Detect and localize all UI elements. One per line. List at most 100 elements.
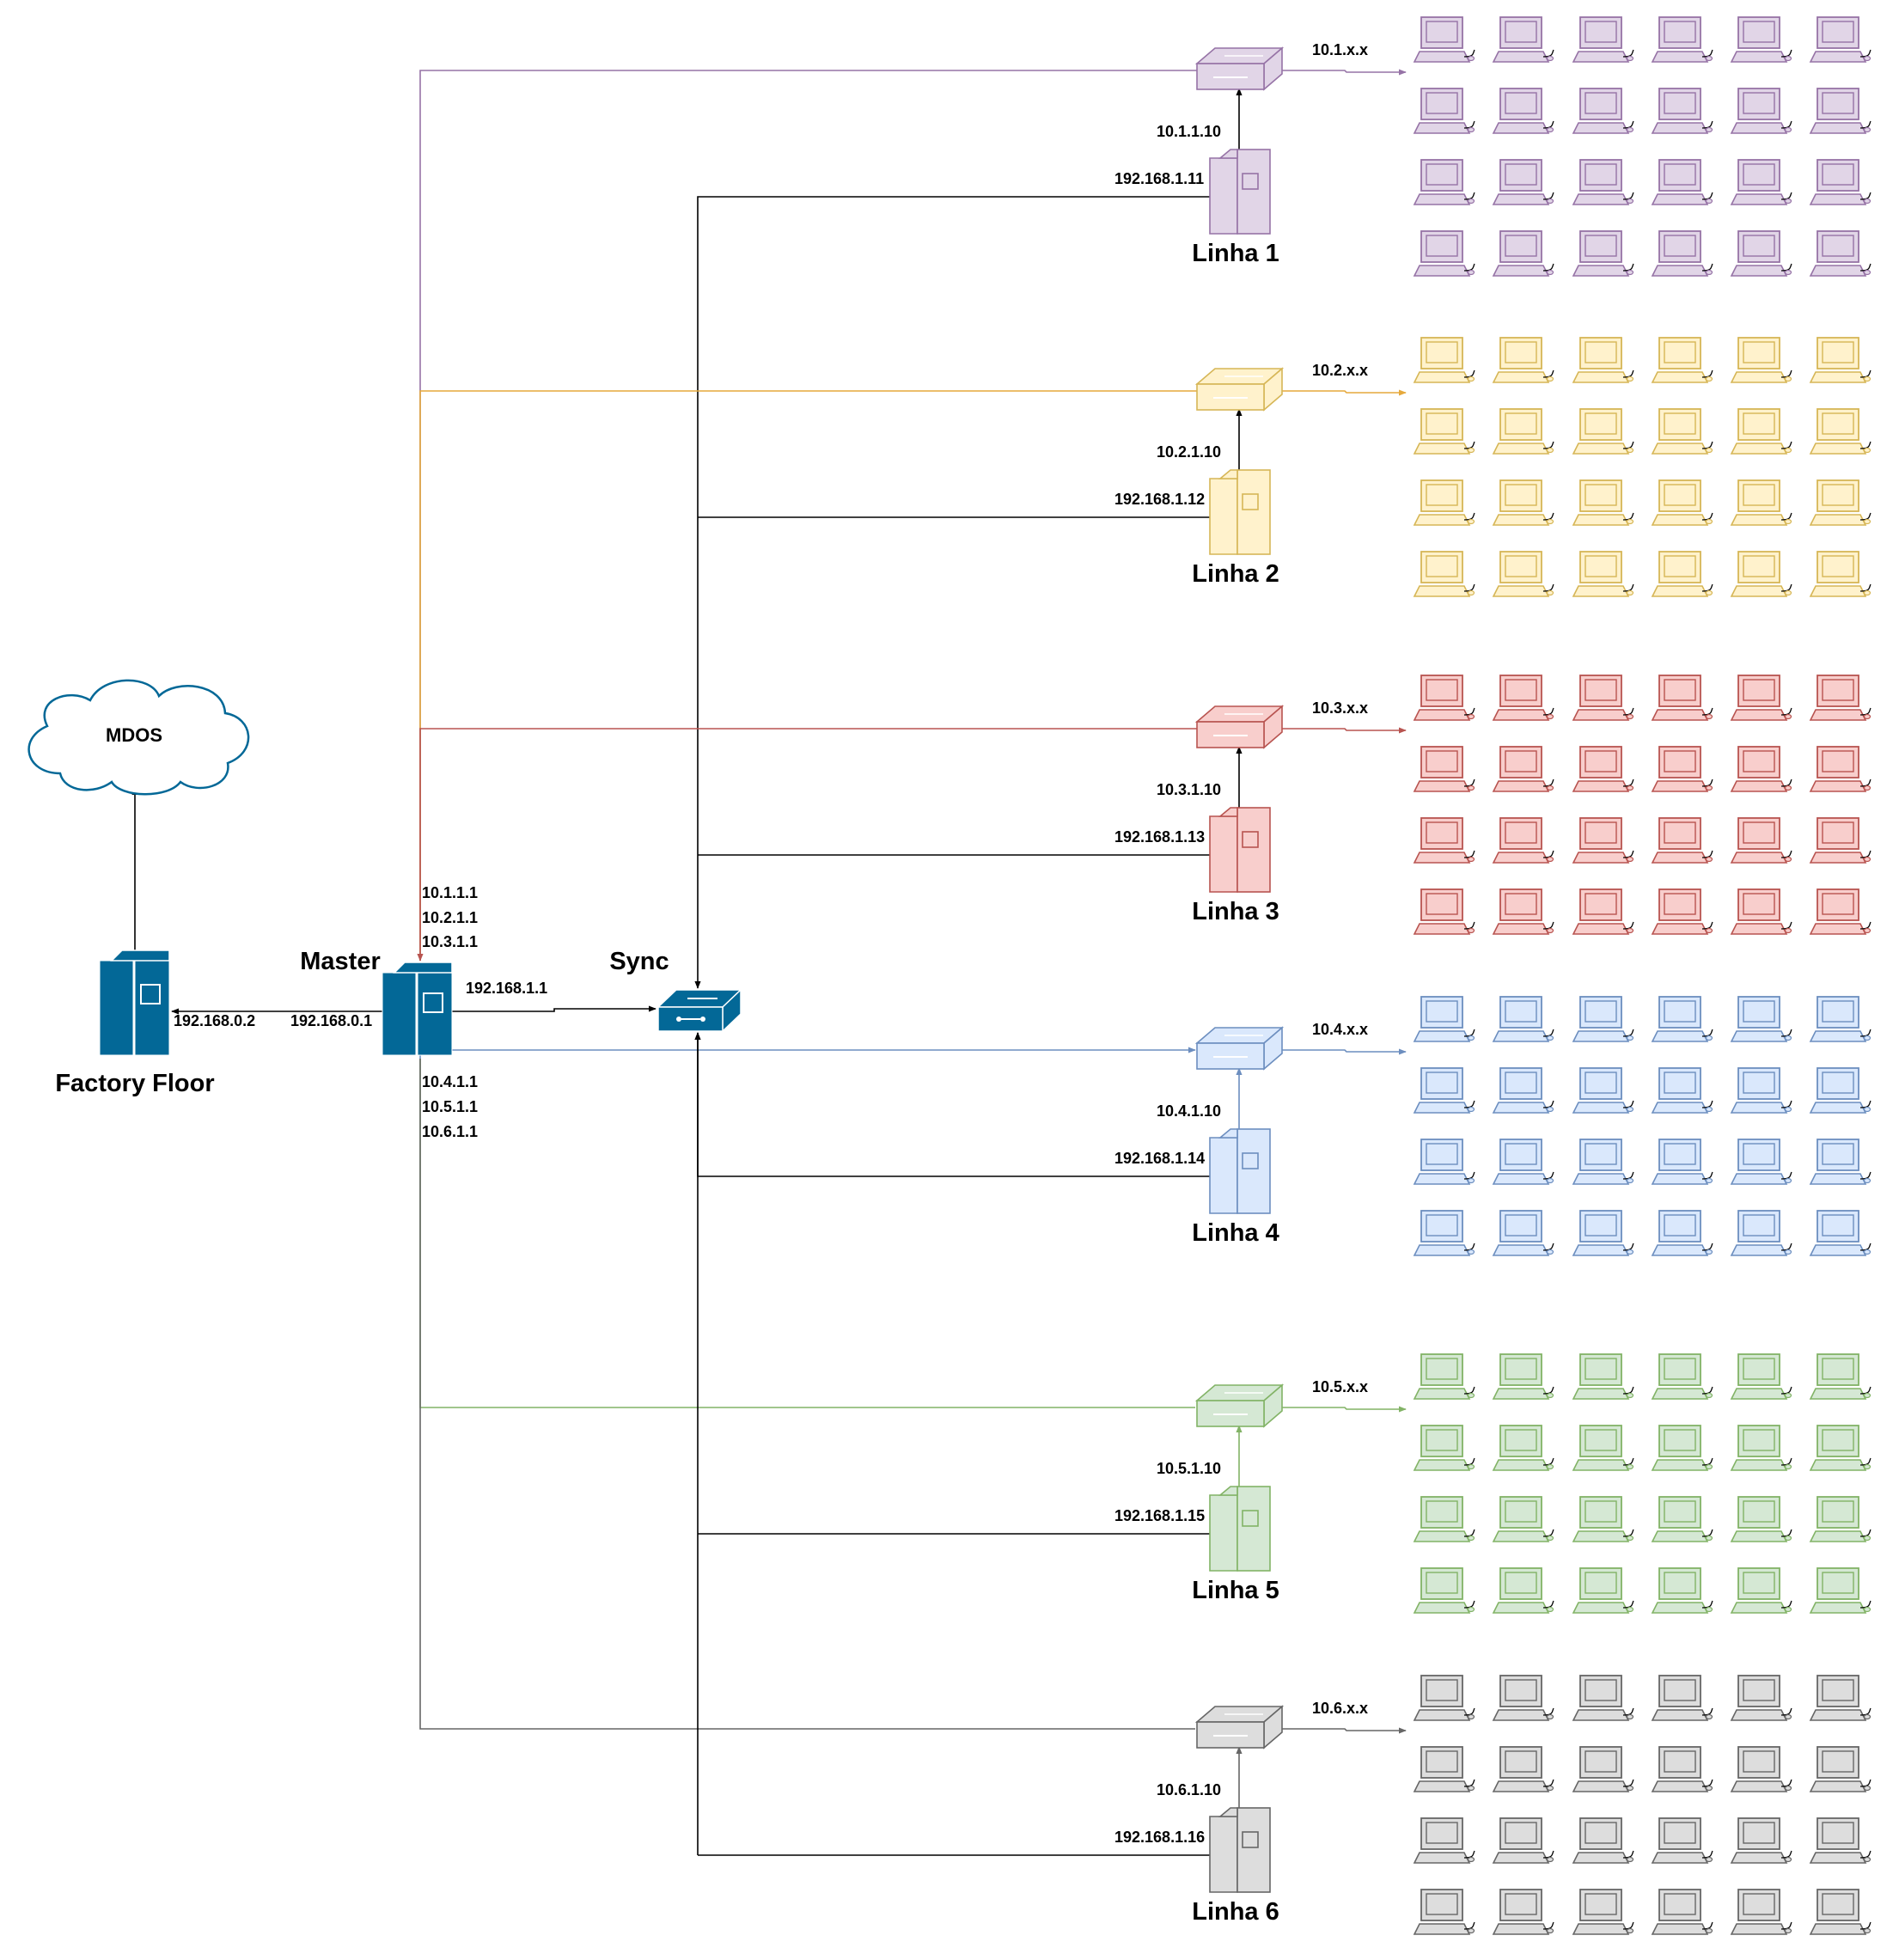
edge-master-switch-2 — [419, 390, 1197, 961]
switch-icon[interactable] — [1194, 705, 1285, 749]
workstation-icon — [1730, 888, 1792, 935]
workstation-icon — [1492, 1889, 1554, 1935]
switch-icon[interactable] — [1194, 1705, 1285, 1749]
workstation-icon — [1492, 996, 1554, 1042]
workstation-icon — [1572, 996, 1634, 1042]
workstation-icon — [1809, 1139, 1872, 1185]
workstation-icon — [1730, 1817, 1792, 1864]
master-ip-bottom-2: 10.5.1.1 — [422, 1098, 478, 1115]
workstation-icon — [1651, 888, 1713, 935]
workstation-icon — [1413, 746, 1475, 792]
workstation-icon — [1413, 16, 1475, 63]
edge-switch-workstations-3 — [1280, 727, 1407, 734]
workstation-icon — [1413, 1210, 1475, 1256]
workstation-icon — [1572, 551, 1634, 597]
factory-floor-server[interactable]: Factory Floor 192.168.0.2 — [55, 949, 255, 1097]
workstation-icon — [1651, 551, 1713, 597]
sync-switch[interactable]: Sync — [609, 948, 742, 1033]
workstation-icon — [1809, 675, 1872, 721]
master-ip-right: 192.168.1.1 — [466, 980, 547, 997]
connections — [131, 69, 1407, 1856]
workstation-icon — [1492, 675, 1554, 721]
workstation-icon — [1492, 551, 1554, 597]
workstation-icon — [1651, 337, 1713, 383]
edge-switch-workstations-1 — [1280, 69, 1407, 76]
workstation-icon — [1413, 1425, 1475, 1471]
production-lines: Linha 1192.168.1.1110.1.1.1010.1.x.xLinh… — [1114, 16, 1872, 1935]
edge-switch-workstations-2 — [1280, 389, 1407, 396]
edge-master-switch-3 — [417, 728, 1197, 962]
workstation-icon — [1492, 1675, 1554, 1721]
workstation-icon — [1413, 1675, 1475, 1721]
linha-6 — [1194, 1675, 1872, 1935]
switch-icon — [656, 988, 742, 1033]
server-icon[interactable] — [1209, 1128, 1271, 1214]
server-icon[interactable] — [1209, 807, 1271, 893]
server-sync-ip: 192.168.1.13 — [1114, 828, 1205, 846]
edge-switch-workstations-5 — [1280, 1406, 1407, 1413]
master-ip-bottom-1: 10.4.1.1 — [422, 1073, 478, 1090]
factory-floor-label: Factory Floor — [55, 1070, 214, 1097]
cloud-icon — [27, 679, 250, 796]
workstation-icon — [1572, 1353, 1634, 1400]
workstation-icon — [1413, 479, 1475, 526]
switch-icon[interactable] — [1194, 1026, 1285, 1071]
workstation-icon — [1492, 1425, 1554, 1471]
server-icon[interactable] — [1209, 1486, 1271, 1572]
workstation-icon — [1730, 1889, 1792, 1935]
workstation-icon — [1413, 408, 1475, 455]
workstation-icon — [1730, 337, 1792, 383]
server-icon[interactable] — [1209, 149, 1271, 235]
workstation-icon — [1492, 1139, 1554, 1185]
workstation-icon — [1572, 1675, 1634, 1721]
workstation-icon — [1492, 1817, 1554, 1864]
switch-ip: 10.3.1.10 — [1157, 781, 1221, 798]
workstation-icon — [1572, 1425, 1634, 1471]
workstation-icon — [1730, 16, 1792, 63]
workstation-icon — [1413, 1567, 1475, 1614]
workstation-icon — [1572, 817, 1634, 864]
mdos-cloud[interactable]: MDOS — [27, 679, 250, 796]
workstation-icon — [1730, 1496, 1792, 1542]
switch-icon[interactable] — [1194, 367, 1285, 412]
workstation-icon — [1492, 746, 1554, 792]
edge-switch-workstations-6 — [1280, 1727, 1407, 1734]
workstation-icon — [1809, 1567, 1872, 1614]
workstation-icon — [1809, 408, 1872, 455]
master-server[interactable]: Master 192.168.0.1 192.168.1.1 10.1.1.1 … — [290, 884, 547, 1140]
switch-ip: 10.2.1.10 — [1157, 443, 1221, 461]
workstation-icon — [1651, 1817, 1713, 1864]
nodes: MDOS Factory Floor 192.168.0.2 Master 19… — [27, 16, 1872, 1935]
linha-label: Linha 5 — [1192, 1577, 1279, 1604]
workstation-icon — [1730, 1139, 1792, 1185]
master-label: Master — [300, 948, 381, 975]
master-ip-top-3: 10.3.1.1 — [422, 933, 478, 950]
workstation-icon — [1651, 746, 1713, 792]
workstation-icon — [1572, 408, 1634, 455]
workstation-icon — [1809, 230, 1872, 277]
switch-ip: 10.5.1.10 — [1157, 1460, 1221, 1477]
workstation-icon — [1651, 1496, 1713, 1542]
workstation-icon — [1413, 675, 1475, 721]
server-icon[interactable] — [1209, 1807, 1271, 1893]
workstation-icon — [1809, 159, 1872, 205]
edge-master-switch-5 — [419, 1059, 1195, 1408]
workstation-icon — [1651, 88, 1713, 134]
workstation-icon — [1413, 817, 1475, 864]
workstation-icon — [1651, 1353, 1713, 1400]
switch-icon[interactable] — [1194, 1383, 1285, 1428]
workstation-icon — [1651, 1675, 1713, 1721]
linha-5 — [1194, 1353, 1872, 1614]
server-sync-ip: 192.168.1.14 — [1114, 1150, 1205, 1167]
workstation-icon — [1572, 16, 1634, 63]
workstation-icon — [1572, 1889, 1634, 1935]
linha-label: Linha 1 — [1192, 240, 1279, 267]
workstation-icon — [1413, 159, 1475, 205]
switch-ip: 10.1.1.10 — [1157, 123, 1221, 140]
workstation-icon — [1492, 1067, 1554, 1114]
switch-icon[interactable] — [1194, 46, 1285, 91]
workstation-icon — [1809, 479, 1872, 526]
workstation-icon — [1651, 1139, 1713, 1185]
server-icon[interactable] — [1209, 469, 1271, 555]
